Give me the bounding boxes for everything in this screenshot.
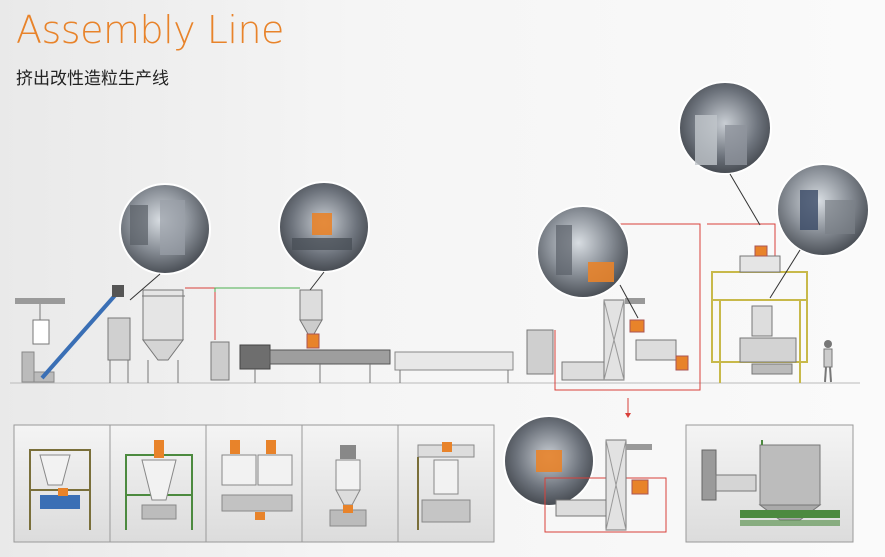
vacuum-loader [210,341,230,381]
operator-icon [823,340,833,383]
red-feed-line-1 [185,287,216,340]
arrow-down-head [625,413,631,418]
bag-icon [32,319,50,345]
red-line-to-silo [707,223,776,268]
bottom-panel-4-vacuum-hopper [329,445,367,527]
bottom-panel-3-twin-silos [221,440,293,520]
bottom-panel-5-dryer [417,442,475,530]
bottom-panel-2-mixing-silo [125,440,193,530]
pelletizer [526,329,554,375]
bottom-panel-elevator-detail [503,415,667,533]
bucket-elevator [561,298,689,381]
bag-feeder-station [15,298,65,383]
green-feed-line [214,287,300,292]
twin-screw-extruder [239,289,391,383]
red-loop-line-1 [554,223,701,391]
bottom-panel-1-feeding-station [29,449,91,530]
detail-photo-feeder [119,183,211,301]
page-subtitle: 挤出改性造粒生产线 [16,69,169,89]
inclined-screw-conveyor [40,290,120,380]
detail-photo-packing [769,163,870,299]
detail-photo-elevator [536,205,639,319]
cooling-water-trough [394,351,514,383]
conveyor-motor [112,285,124,297]
detail-photo-silo [678,81,772,226]
page-title: Assembly Line [16,8,284,52]
detail-photo-extruder [278,181,370,291]
bottom-panel-right-packing-silo [685,424,854,543]
mixer-unit [107,289,185,383]
packaging-tower [711,245,808,383]
